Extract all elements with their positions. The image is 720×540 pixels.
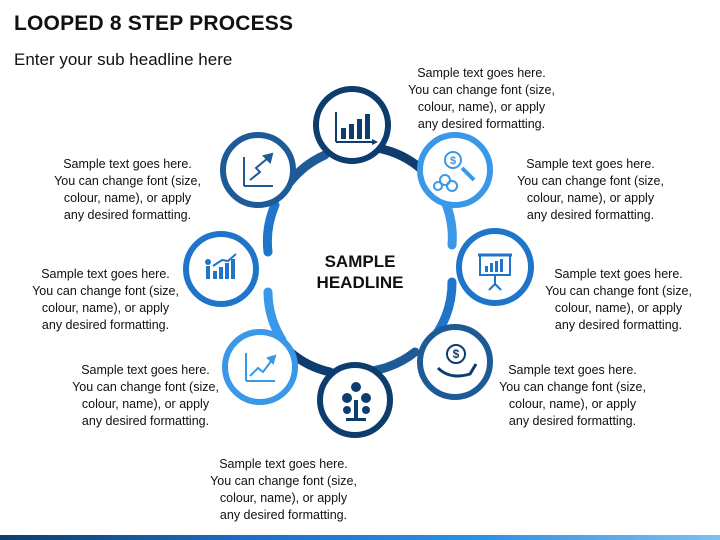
step-text-line: Sample text goes here. [63,157,192,171]
step-text-line: Sample text goes here. [417,66,546,80]
svg-text:$: $ [453,347,460,361]
step-circle-4: $ [417,324,493,400]
page-title: LOOPED 8 STEP PROCESS [14,12,294,35]
growth-people-icon [205,253,237,279]
step-text-line: You can change font (size, [32,284,179,298]
step-circle-2: $ [417,132,493,208]
center-headline-line-1: SAMPLE [324,252,396,271]
step-text-3: Sample text goes here. You can change fo… [531,266,706,334]
step-circle-5 [317,362,393,438]
dollar-search-icon: $ [433,151,476,192]
step-text-line: colour, name), or apply [417,100,546,114]
zigzag-arrow-icon [243,152,274,187]
line-chart-icon [245,353,277,382]
presentation-board-icon [478,253,512,291]
center-headline-line-2: HEADLINE [316,273,404,292]
page-subtitle: Enter your sub headline here [14,50,233,69]
step-text-line: colour, name), or apply [554,301,683,315]
step-text-line: any desired formatting. [508,414,637,428]
step-text-line: colour, name), or apply [41,301,170,315]
step-text-line: Sample text goes here. [41,267,170,281]
step-text-7: Sample text goes here. You can change fo… [18,266,193,334]
step-circle-6 [222,329,298,405]
step-text-2: Sample text goes here. You can change fo… [503,156,678,224]
step-text-line: Sample text goes here. [508,363,637,377]
step-text-5: Sample text goes here. You can change fo… [196,456,371,524]
step-circle-7 [183,231,259,307]
step-text-line: Sample text goes here. [554,267,683,281]
step-text-line: any desired formatting. [41,318,170,332]
step-text-line: colour, name), or apply [526,191,655,205]
money-tree-icon [342,382,371,421]
step-text-line: colour, name), or apply [219,491,348,505]
step-text-line: Sample text goes here. [526,157,655,171]
step-text-line: any desired formatting. [526,208,655,222]
bottom-accent-bar [0,535,720,540]
step-text-line: colour, name), or apply [63,191,192,205]
step-text-line: any desired formatting. [219,508,348,522]
bar-chart-growth-icon [335,112,378,145]
step-text-line: You can change font (size, [72,380,219,394]
step-text-line: You can change font (size, [517,174,664,188]
hand-coin-icon: $ [436,344,478,378]
step-text-line: You can change font (size, [54,174,201,188]
step-text-line: any desired formatting. [63,208,192,222]
step-text-line: Sample text goes here. [81,363,210,377]
step-text-line: any desired formatting. [554,318,683,332]
step-text-line: colour, name), or apply [81,397,210,411]
step-text-line: You can change font (size, [210,474,357,488]
step-text-1: Sample text goes here. You can change fo… [394,65,569,133]
step-text-line: You can change font (size, [408,83,555,97]
step-text-line: You can change font (size, [499,380,646,394]
step-text-line: You can change font (size, [545,284,692,298]
svg-text:$: $ [450,155,456,167]
step-text-line: colour, name), or apply [508,397,637,411]
center-headline: SAMPLE HEADLINE [290,251,430,293]
step-circle-8 [220,132,296,208]
step-circle-1 [313,86,391,164]
step-circle-3 [456,228,534,306]
step-text-line: any desired formatting. [81,414,210,428]
loop-segment-7 [262,200,280,257]
step-text-line: any desired formatting. [417,117,546,131]
step-text-8: Sample text goes here. You can change fo… [40,156,215,224]
step-text-6: Sample text goes here. You can change fo… [58,362,233,430]
step-text-4: Sample text goes here. You can change fo… [485,362,660,430]
step-text-line: Sample text goes here. [219,457,348,471]
